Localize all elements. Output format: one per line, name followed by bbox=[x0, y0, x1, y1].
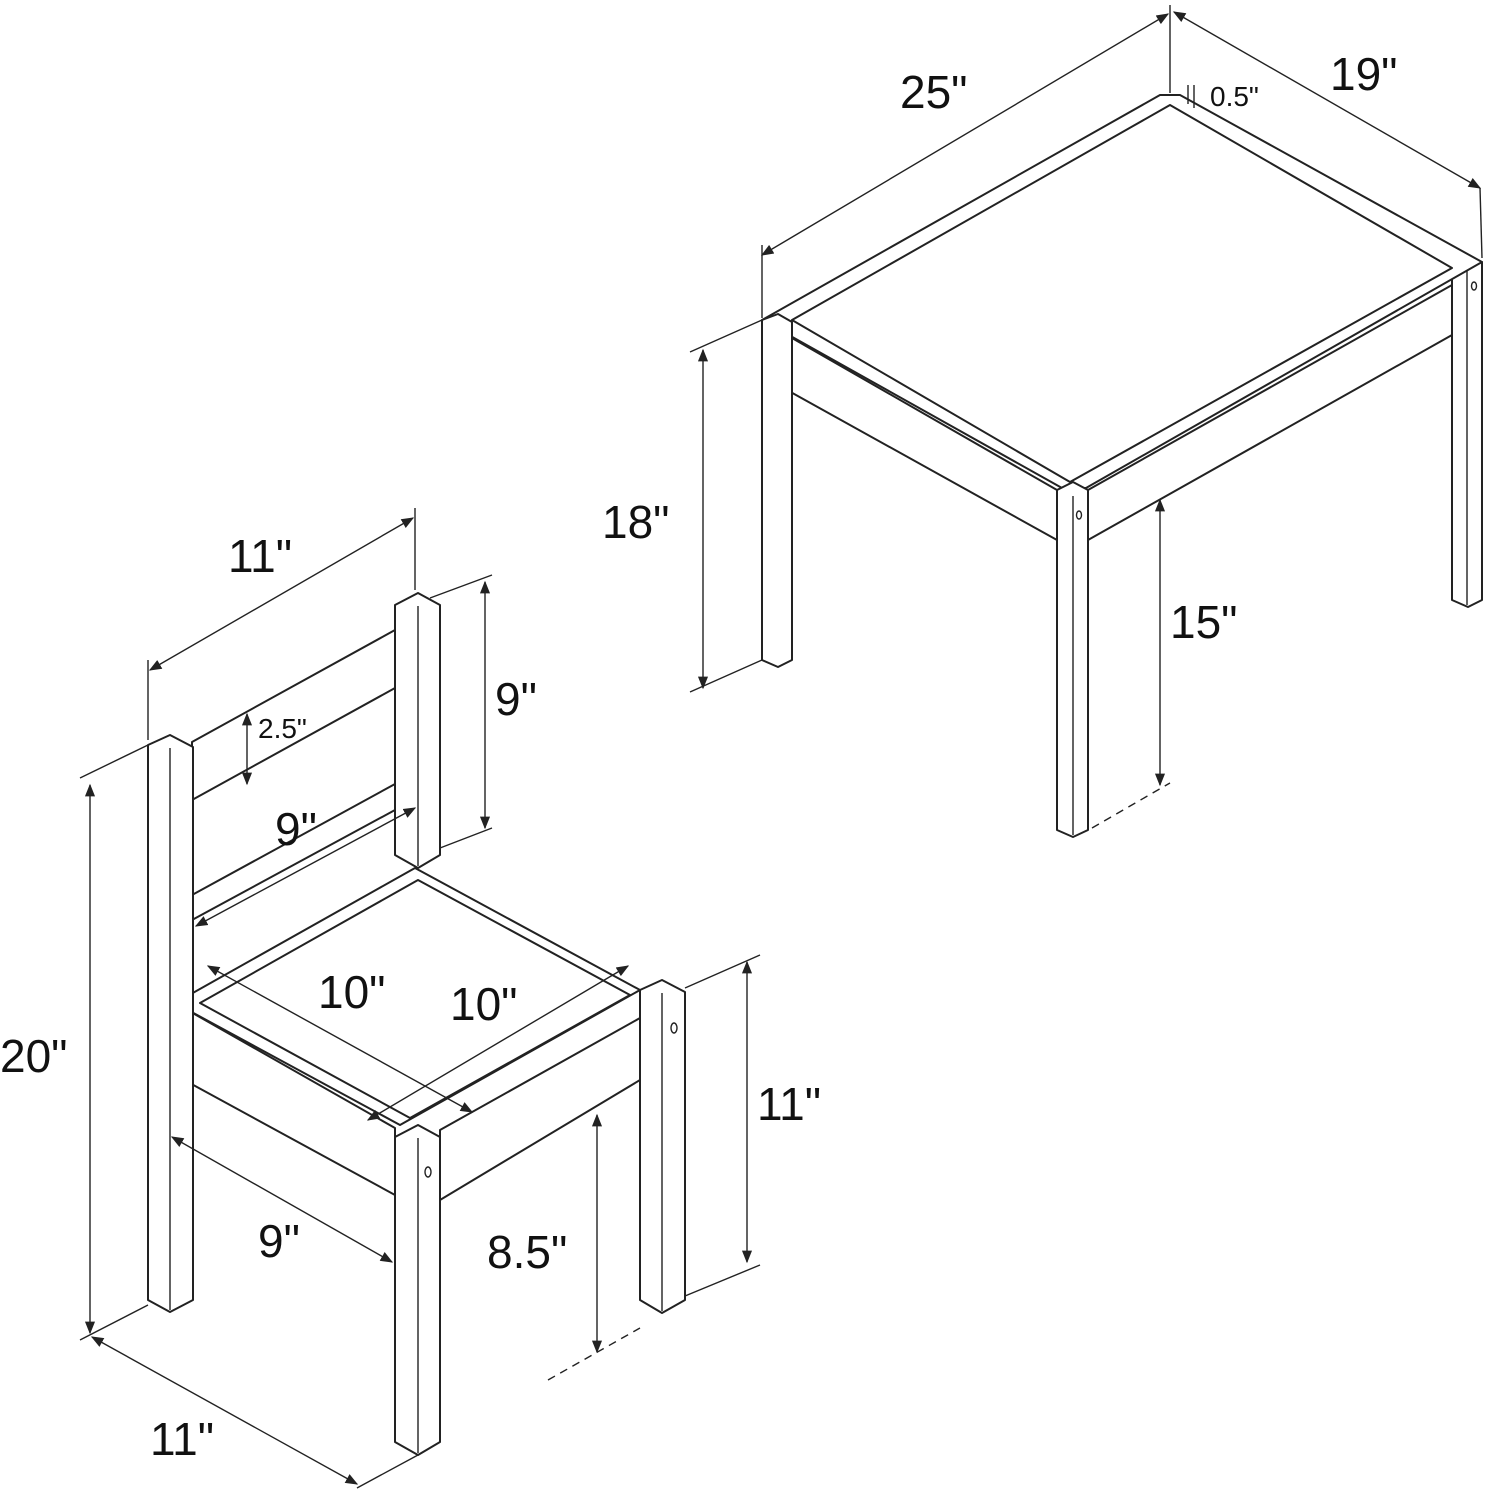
table-dimensions: 25" 19" 0.5" 18" 15" bbox=[602, 5, 1483, 829]
chair-base-width-label: 11" bbox=[150, 1413, 214, 1465]
chair-inner-back-width-label: 9" bbox=[275, 803, 317, 855]
chair-seat-height-label: 11" bbox=[757, 1078, 821, 1130]
chair-backrest-height-label: 9" bbox=[495, 673, 537, 725]
table-depth-label: 19" bbox=[1330, 48, 1398, 100]
chair-leg-spacing-label: 9" bbox=[258, 1215, 300, 1267]
table-apron-clearance-label: 15" bbox=[1170, 596, 1238, 648]
table-width-label: 25" bbox=[900, 66, 968, 118]
chair-drawing bbox=[147, 592, 686, 1456]
chair-dimensions: 11" 9" 2.5" 9" 10" 10" 20" 9" 11" 8.5" 1… bbox=[0, 508, 821, 1489]
chair-total-height-label: 20" bbox=[0, 1030, 68, 1082]
table-height-label: 18" bbox=[602, 496, 670, 548]
chair-seat-depth-label: 10" bbox=[450, 978, 518, 1030]
chair-apron-clearance-label: 8.5" bbox=[487, 1226, 567, 1278]
table-drawing bbox=[761, 94, 1483, 838]
table-left-leg bbox=[761, 313, 793, 668]
chair-seat-width-label: 10" bbox=[318, 966, 386, 1018]
chair-back-width-label: 11" bbox=[228, 530, 292, 582]
table-top-thickness-label: 0.5" bbox=[1210, 81, 1259, 112]
chair-slat-height-label: 2.5" bbox=[258, 713, 307, 744]
